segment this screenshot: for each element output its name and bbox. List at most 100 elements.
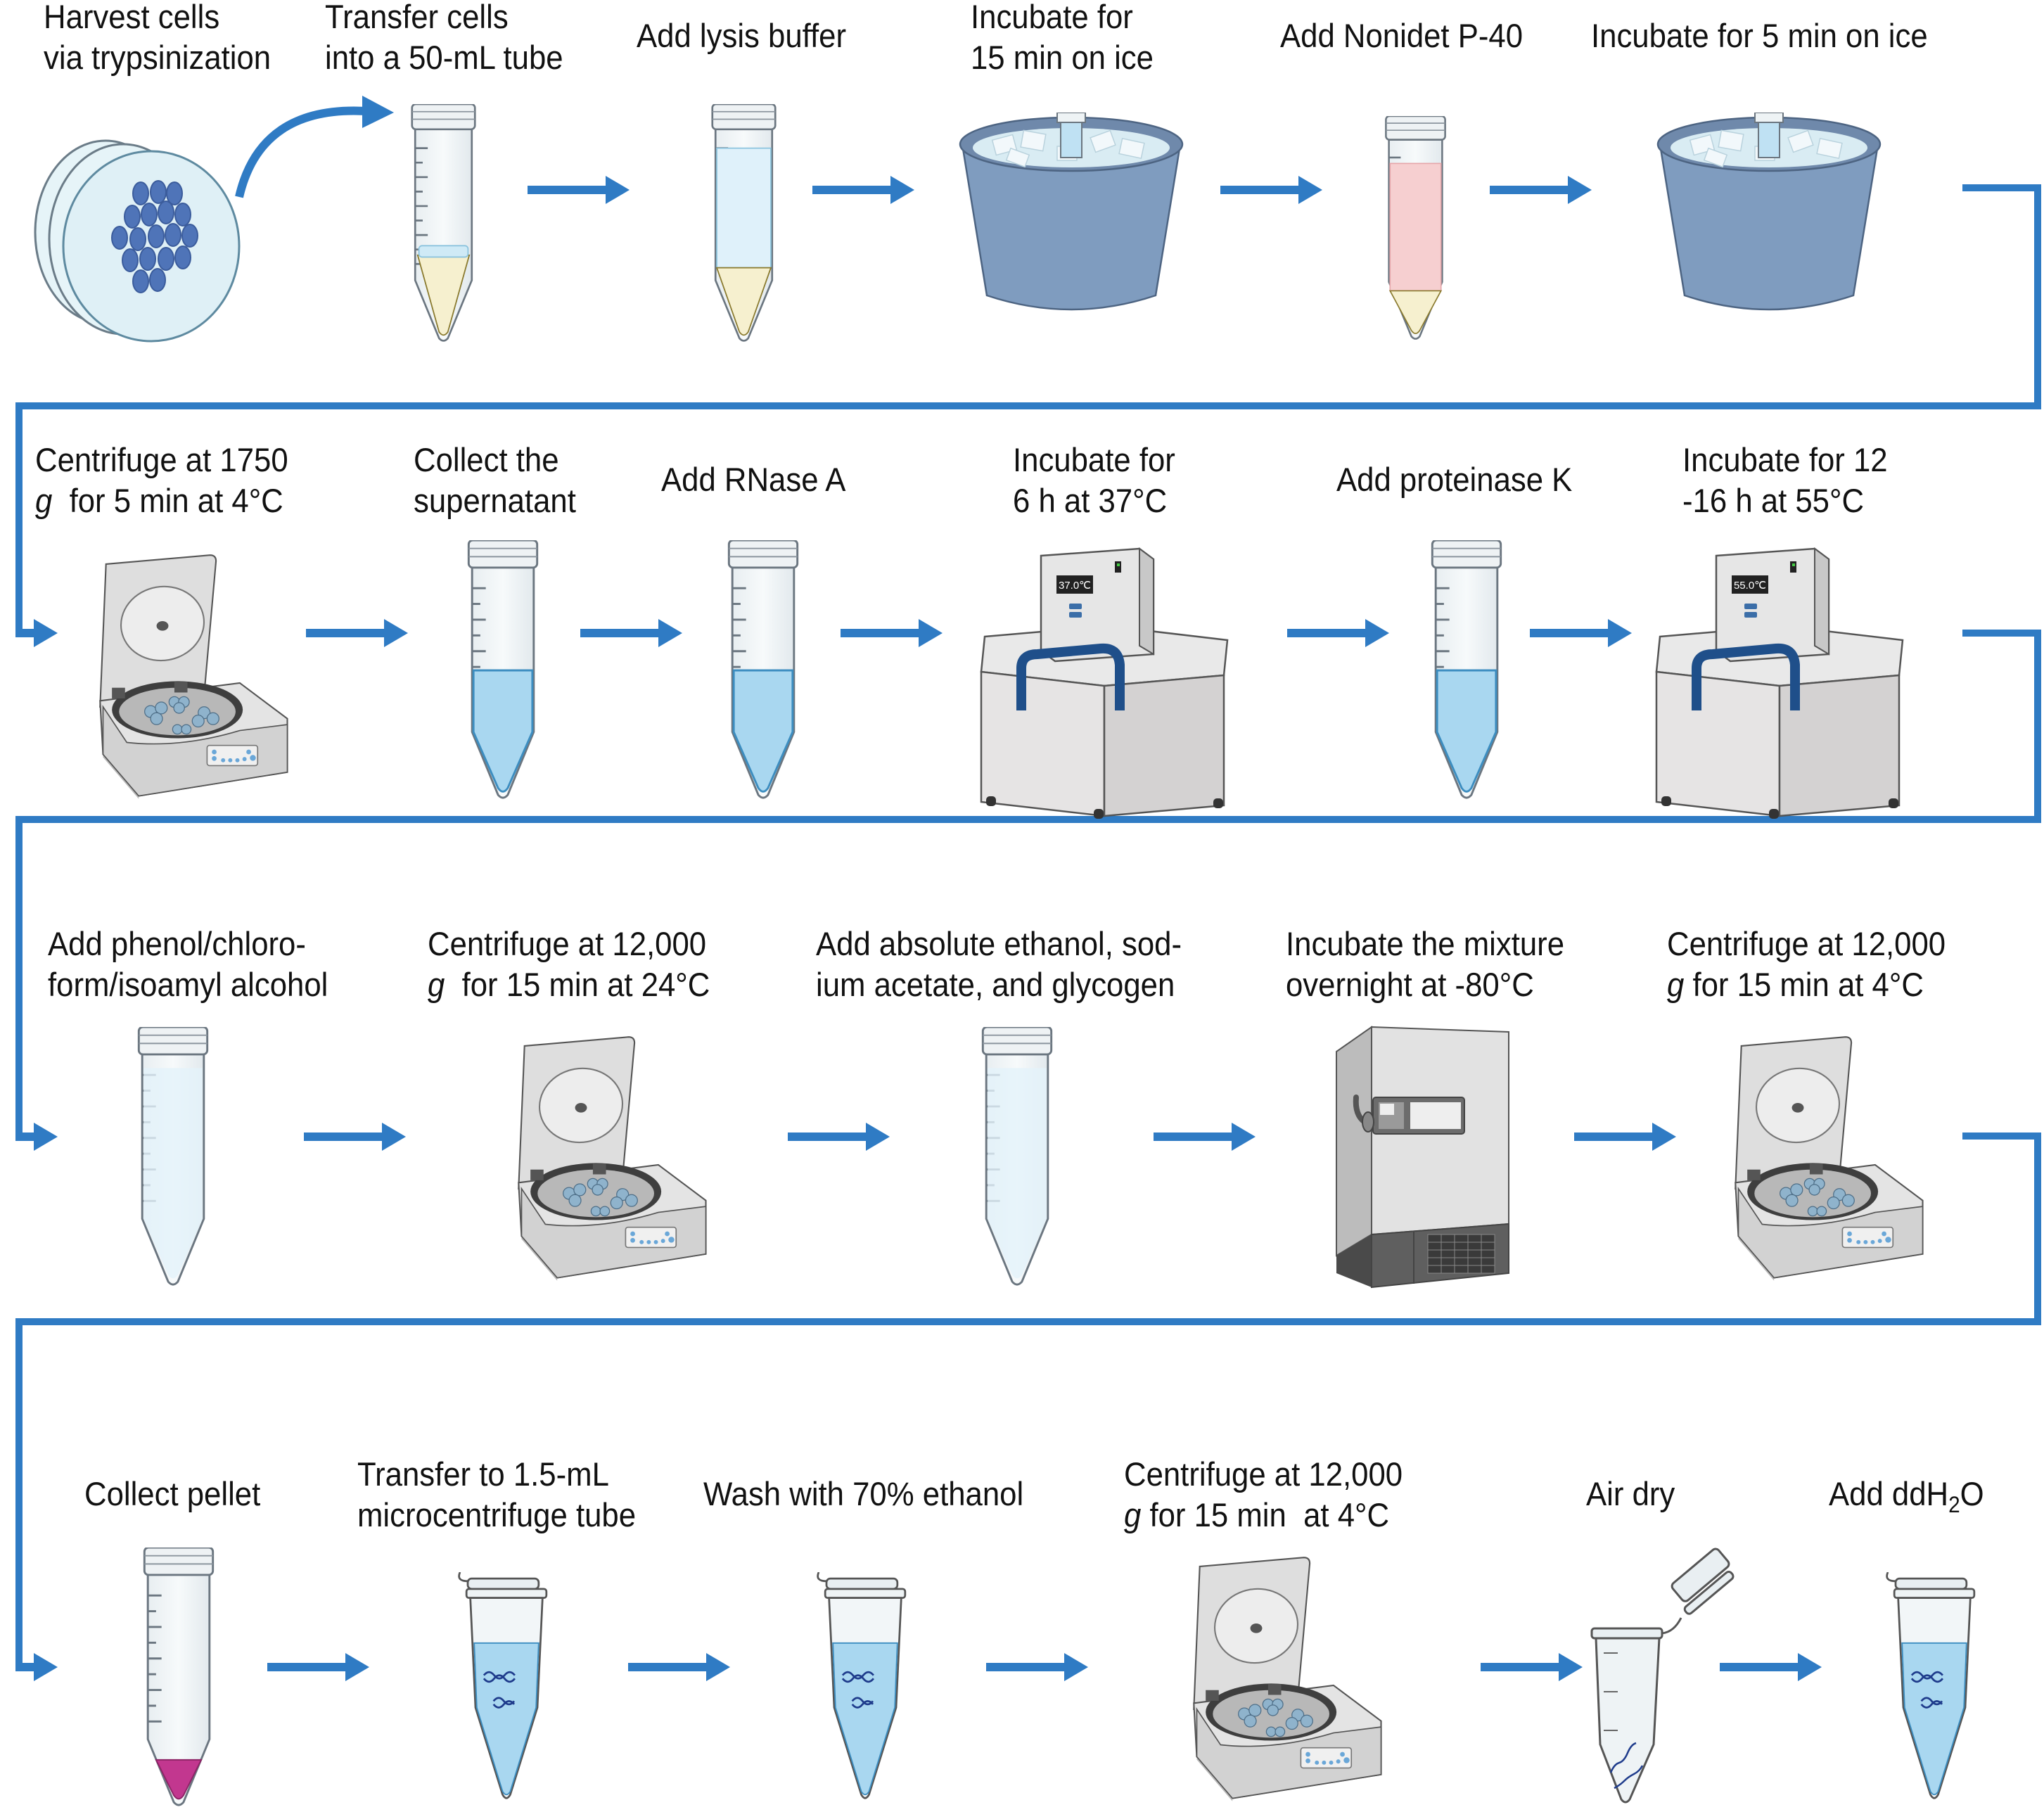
arrow-step20-to-21 (986, 1653, 1088, 1681)
subscript-2: 2 (1948, 1492, 1960, 1517)
step-label: Add ddH2O (1829, 1474, 1984, 1517)
bath-display-text: 37.0℃ (1059, 580, 1091, 592)
label-line: Incubate for 5 min on ice (1591, 17, 1928, 54)
conical-tube-empty-icon (134, 1027, 212, 1287)
label-line: ium acetate, and glycogen (816, 966, 1175, 1003)
step-label: Harvest cells via trypsinization (44, 0, 271, 78)
label-text: Add ddH (1829, 1475, 1949, 1512)
label-line: Collect pellet (84, 1475, 261, 1512)
step-label: Incubate for 12 -16 h at 55°C (1682, 440, 1888, 521)
step-label: Incubate for 5 min on ice (1591, 15, 1928, 56)
label-line: -16 h at 55°C (1682, 482, 1865, 519)
label-line: Harvest cells (44, 0, 220, 35)
label-line: Add phenol/chloro- (48, 925, 306, 962)
microtube-dna-icon (1878, 1572, 1991, 1804)
label-line: microcentrifuge tube (357, 1496, 637, 1533)
label-line: Centrifuge at 12,000 (428, 925, 707, 962)
curved-arrow-harvest-to-tube (235, 96, 394, 198)
label-line: Add Nonidet P-40 (1280, 17, 1524, 54)
step-label: Incubate for 6 h at 37°C (1013, 440, 1175, 521)
g-symbol: g (1124, 1496, 1142, 1533)
label-line: via trypsinization (44, 39, 272, 76)
centrifuge-icon (1168, 1555, 1410, 1804)
label-line: Add ddH2O (1829, 1474, 1984, 1517)
step-label: Transfer to 1.5-mL microcentrifuge tube (357, 1454, 636, 1536)
dna-strands (1609, 1742, 1644, 1789)
label-line: overnight at -80°C (1286, 966, 1534, 1003)
dna-strands (483, 1671, 516, 1709)
arrow-step16-to-17 (1574, 1123, 1676, 1151)
conical-tube-supernatant-icon (464, 540, 542, 800)
label-line: Incubate for 12 (1682, 441, 1888, 478)
g-symbol: g (1667, 966, 1685, 1003)
label-line: Add RNase A (661, 461, 846, 498)
arrow-step7-to-8 (306, 619, 408, 647)
conical-tube-lysis-icon (707, 104, 781, 343)
step-label: Add phenol/chloro- form/isoamyl alcohol (48, 924, 328, 1005)
label-line: into a 50-mL tube (325, 39, 563, 76)
step-label: Add lysis buffer (637, 15, 846, 56)
step-label: Add proteinase K (1336, 459, 1572, 500)
g-symbol: g (428, 966, 445, 1003)
connector-row2-right-horizontal (1962, 630, 2041, 637)
label-line: Wash with 70% ethanol (703, 1475, 1024, 1512)
connector-row3-left-vertical (15, 816, 23, 1140)
step-label: Add RNase A (661, 459, 845, 500)
arrow-step8-to-9 (580, 619, 682, 647)
arrow-step2-to-3 (528, 176, 630, 204)
arrow-step11-to-12 (1530, 619, 1632, 647)
label-line: Centrifuge at 1750 (35, 441, 288, 478)
bath-display-text: 55.0℃ (1734, 580, 1766, 592)
connector-row3-return (15, 1318, 2041, 1325)
ice-bucket-icon (1649, 106, 1889, 331)
conical-tube-proteinase-icon (1428, 540, 1505, 800)
label-line: g for 15 min at 4°C (1124, 1496, 1390, 1533)
label-line: 6 h at 37°C (1013, 482, 1168, 519)
centrifuge-icon (74, 552, 317, 802)
ice-bucket-icon (952, 106, 1191, 331)
label-line: g for 5 min at 4°C (35, 482, 283, 519)
step-label: Incubate the mixture overnight at -80°C (1286, 924, 1564, 1005)
step-label: Incubate for 15 min on ice (971, 0, 1154, 78)
centrifuge-icon (492, 1034, 735, 1284)
label-line: supernatant (414, 482, 576, 519)
arrow-step10-to-11 (1287, 619, 1389, 647)
label-line: form/isoamyl alcohol (48, 966, 328, 1003)
water-bath-icon: 55.0℃ (1646, 535, 1913, 823)
conical-tube-np40-icon (1382, 116, 1449, 341)
step-label: Centrifuge at 12,000 g for 15 min at 24°… (428, 924, 710, 1005)
label-line: 15 min on ice (971, 39, 1154, 76)
arrow-into-row2 (15, 619, 58, 647)
arrow-step3-to-4 (812, 176, 914, 204)
petri-dishes-icon (34, 139, 241, 343)
label-line: g for 15 min at 4°C (1667, 966, 1924, 1003)
label-line: Add absolute ethanol, sod- (816, 925, 1182, 962)
step-label: Transfer cells into a 50-mL tube (325, 0, 563, 78)
step-label: Collect pellet (84, 1474, 260, 1514)
arrow-step5-to-6 (1490, 176, 1592, 204)
arrow-step21-to-22 (1481, 1653, 1583, 1681)
arrow-step18-to-19 (267, 1653, 369, 1681)
step-label: Centrifuge at 1750 g for 5 min at 4°C (35, 440, 288, 521)
label-line: Incubate for (1013, 441, 1175, 478)
label-line: Transfer cells (325, 0, 509, 35)
connector-row2-vertical (2034, 630, 2041, 821)
arrow-into-row4 (15, 1653, 58, 1681)
conical-tube-50ml-icon (407, 104, 480, 343)
arrow-step14-to-15 (788, 1123, 890, 1151)
connector-row3-vertical (2034, 1132, 2041, 1324)
step-label: Add absolute ethanol, sod- ium acetate, … (816, 924, 1182, 1005)
label-text: O (1960, 1475, 1984, 1512)
label-line: Incubate the mixture (1286, 925, 1565, 962)
conical-tube-pellet-icon (139, 1548, 218, 1808)
step-label: Centrifuge at 12,000 g for 15 min at 4°C (1124, 1454, 1403, 1536)
label-line: Collect the (414, 441, 559, 478)
label-line: Add proteinase K (1336, 461, 1573, 498)
step-label: Wash with 70% ethanol (703, 1474, 1023, 1514)
label-line: Centrifuge at 12,000 (1667, 925, 1946, 962)
step-label: Air dry (1586, 1474, 1675, 1514)
microtube-dna-icon (809, 1572, 921, 1804)
dna-strands (1910, 1671, 1943, 1709)
label-line: Add lysis buffer (637, 17, 847, 54)
arrow-step15-to-16 (1154, 1123, 1256, 1151)
